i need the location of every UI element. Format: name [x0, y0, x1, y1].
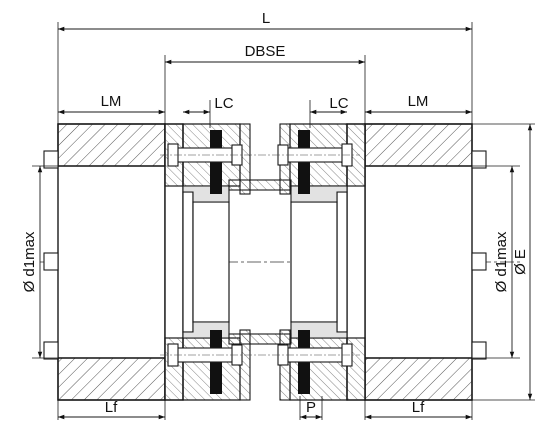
set-screw: [43, 252, 59, 271]
label-l: L: [262, 10, 270, 27]
dimension-labels: L DBSE LM LM LC LC Lf Lf P Ø d1max Ø d1m…: [21, 8, 529, 416]
label-lm-right: LM: [408, 93, 429, 110]
bolts: [160, 143, 360, 367]
label-dbse: DBSE: [245, 43, 286, 60]
label-bore-left: Ø d1max: [21, 231, 38, 292]
set-screw: [43, 150, 59, 169]
set-screw: [471, 150, 487, 169]
label-lc-left: LC: [214, 95, 233, 112]
left-hub: [43, 123, 166, 401]
label-p: P: [306, 399, 316, 416]
label-lf-left: Lf: [105, 399, 118, 416]
dimension-lines: [37, 26, 533, 420]
label-e: Ø E: [512, 249, 529, 275]
set-screw: [43, 341, 59, 360]
left-flange: [164, 123, 241, 401]
right-hub: [364, 123, 487, 401]
label-lf-right: Lf: [412, 399, 425, 416]
set-screw: [471, 341, 487, 360]
label-lc-right: LC: [329, 95, 348, 112]
label-lm-left: LM: [101, 93, 122, 110]
label-bore-right: Ø d1max: [493, 231, 510, 292]
set-screw: [471, 252, 487, 271]
